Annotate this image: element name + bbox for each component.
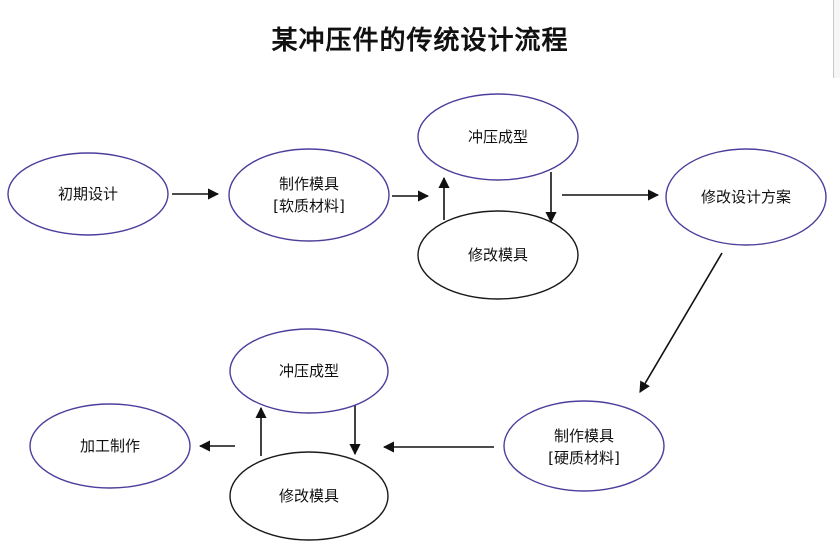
node-stamp-top-label: 冲压成型 <box>468 128 528 146</box>
node-revise-plan: 修改设计方案 <box>665 148 827 246</box>
node-initial-design-label: 初期设计 <box>58 185 118 203</box>
node-modify-top: 修改模具 <box>417 210 579 300</box>
node-stamp-bottom-label: 冲压成型 <box>279 362 339 380</box>
node-modify-bottom-label: 修改模具 <box>279 487 339 505</box>
node-production-label: 加工制作 <box>80 437 140 455</box>
node-modify-bottom: 修改模具 <box>229 451 389 541</box>
node-production: 加工制作 <box>29 403 191 489</box>
node-stamp-top: 冲压成型 <box>417 93 579 181</box>
connectors <box>172 172 723 456</box>
node-soft-mold-label-line2: [软质材料] <box>273 197 345 215</box>
node-soft-mold-label-line1: 制作模具 <box>279 175 339 193</box>
node-hard-mold-label-line2: [硬质材料] <box>548 449 620 467</box>
node-revise-plan-label: 修改设计方案 <box>701 188 791 206</box>
node-soft-mold: 制作模具 [软质材料] <box>228 148 390 242</box>
node-stamp-bottom: 冲压成型 <box>229 328 389 414</box>
edge-scrollbar-fragment <box>833 0 840 78</box>
node-hard-mold-label-line1: 制作模具 <box>554 427 614 445</box>
diagram-title: 某冲压件的传统设计流程 <box>271 26 569 56</box>
arrow-revise-to-hardmold <box>639 252 723 393</box>
node-hard-mold: 制作模具 [硬质材料] <box>503 400 665 492</box>
node-modify-top-label: 修改模具 <box>468 246 528 264</box>
node-initial-design: 初期设计 <box>7 152 169 236</box>
